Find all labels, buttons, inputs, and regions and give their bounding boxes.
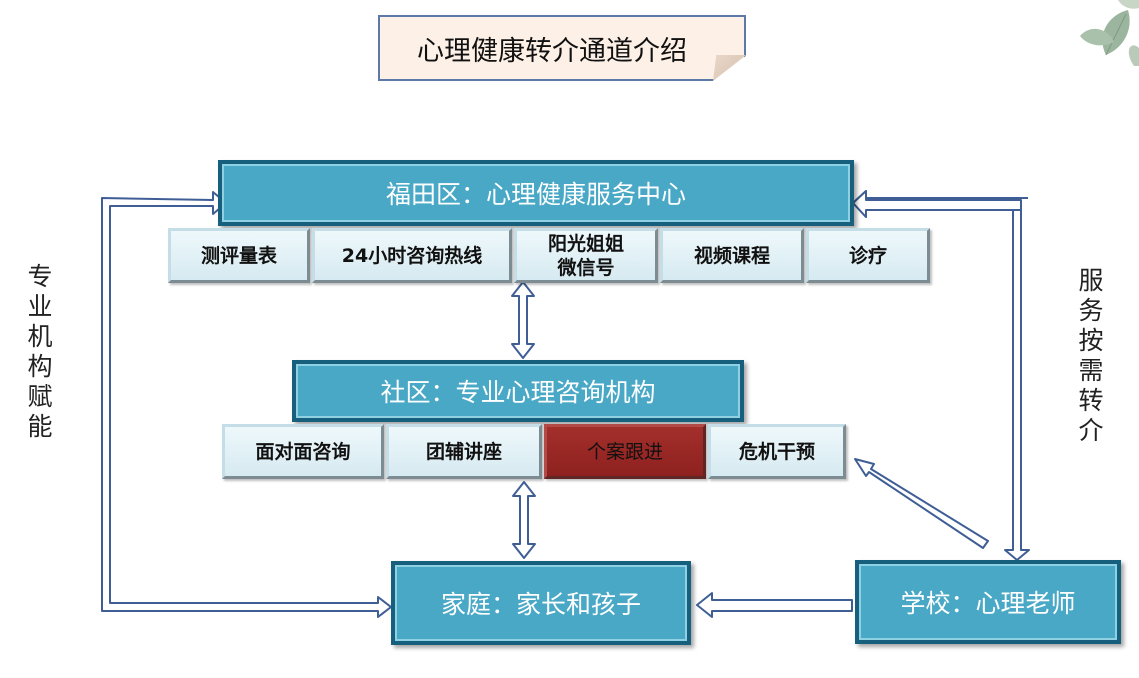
- diagram-title: 心理健康转介通道介绍: [417, 35, 687, 67]
- right-side-label: 服务按需转介: [1078, 266, 1104, 445]
- service-tile-label: 团辅讲座: [425, 440, 502, 463]
- service-tile-wechat: 阳光姐姐 微信号: [514, 228, 658, 283]
- school-box-label: 学校：心理老师: [900, 589, 1076, 618]
- service-tile-label: 面对面咨询: [255, 440, 351, 463]
- service-tile-assessment: 测评量表: [168, 228, 310, 283]
- service-tile-label: 个案跟进: [586, 440, 663, 463]
- service-tile-label: 诊疗: [848, 244, 887, 267]
- family-box: 家庭：家长和孩子: [391, 561, 691, 645]
- service-tile-label: 阳光姐姐 微信号: [547, 232, 624, 279]
- center-box-label: 福田区：心理健康服务中心: [385, 180, 686, 209]
- service-tile-face-to-face: 面对面咨询: [222, 424, 384, 479]
- service-tile-diagnosis: 诊疗: [806, 228, 930, 283]
- service-tile-group-lecture: 团辅讲座: [386, 424, 542, 479]
- school-box: 学校：心理老师: [855, 560, 1121, 644]
- service-tile-label: 测评量表: [200, 244, 277, 267]
- community-box-label: 社区：专业心理咨询机构: [380, 378, 656, 407]
- service-tile-hotline: 24小时咨询热线: [312, 228, 512, 283]
- center-box: 福田区：心理健康服务中心: [218, 160, 854, 226]
- service-tile-label: 危机干预: [738, 440, 815, 463]
- title-card: 心理健康转介通道介绍: [378, 15, 746, 81]
- service-tile-label: 24小时咨询热线: [341, 244, 483, 267]
- service-tile-label: 视频课程: [693, 244, 770, 267]
- left-side-label: 专业机构赋能: [27, 262, 53, 441]
- service-tile-crisis-intervention: 危机干预: [708, 424, 846, 479]
- community-box: 社区：专业心理咨询机构: [292, 360, 744, 422]
- service-tile-case-followup: 个案跟进: [544, 424, 706, 479]
- family-box-label: 家庭：家长和孩子: [440, 590, 641, 619]
- service-tile-video: 视频课程: [660, 228, 804, 283]
